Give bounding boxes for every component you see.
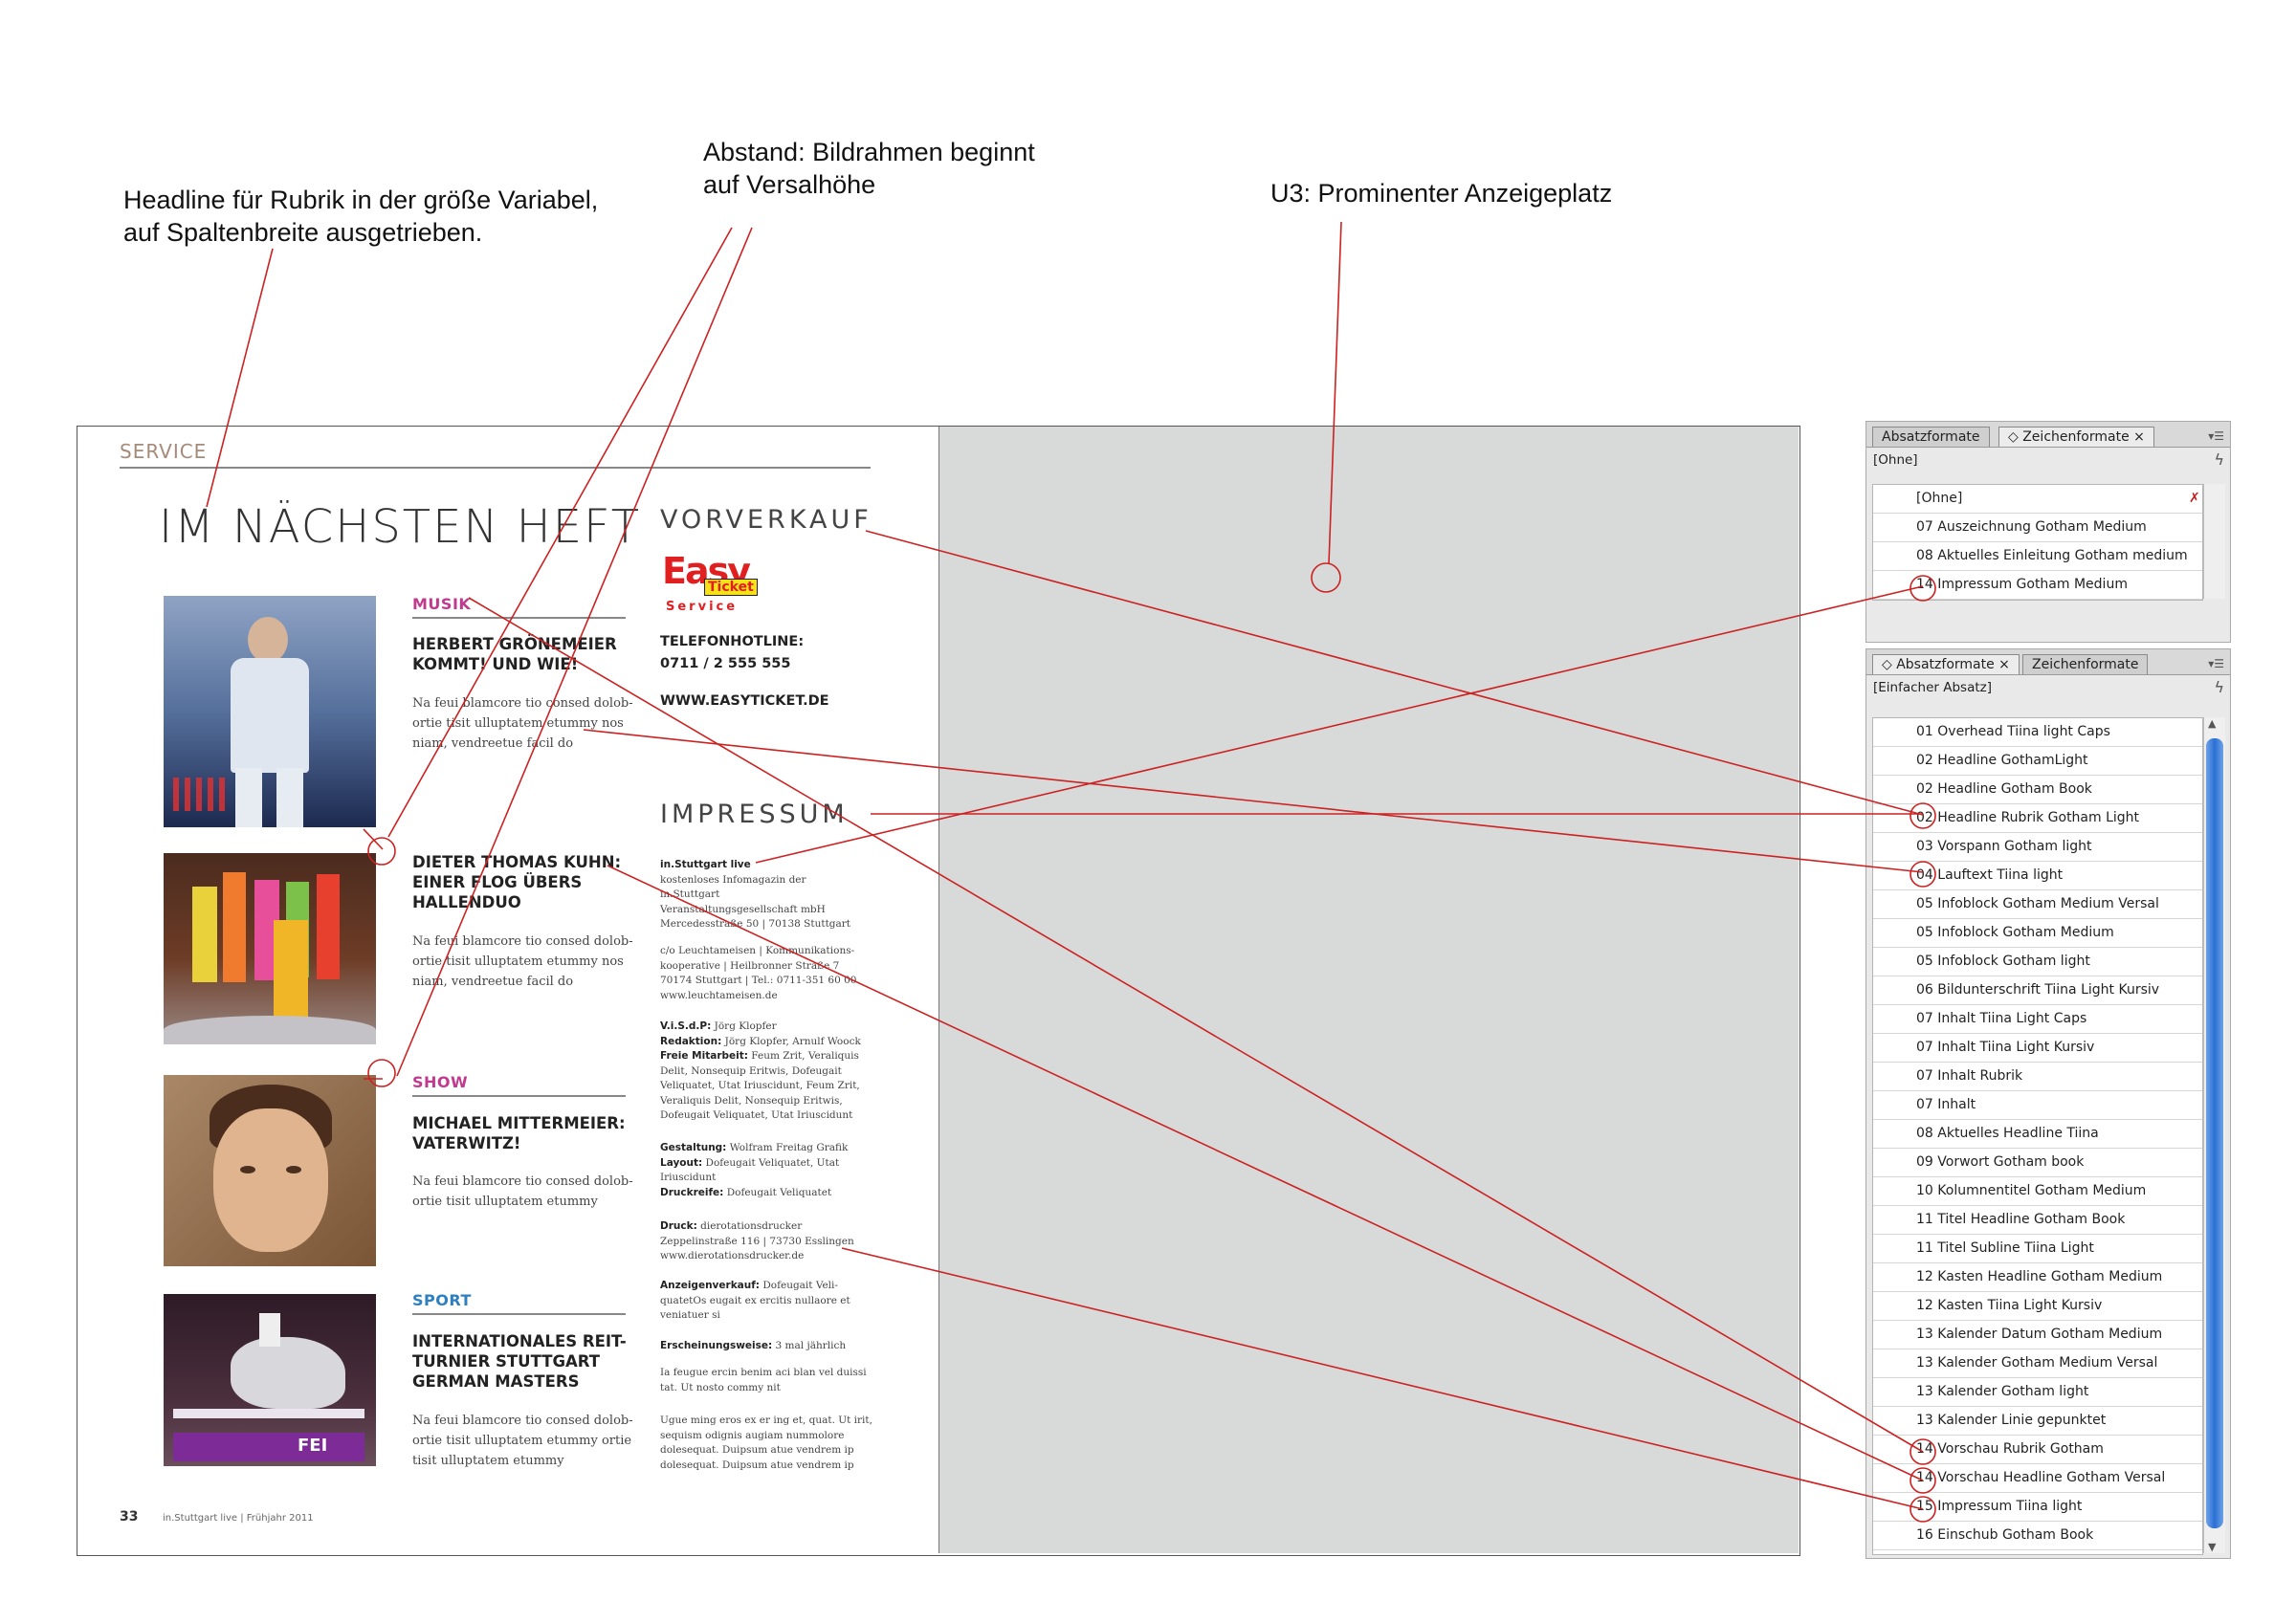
website-info: WWW.EASYTICKET.DE [660,693,829,709]
vorverkauf-title: VORVERKAUF [660,505,872,535]
scrollbar-thumb[interactable] [2206,738,2223,1528]
impressum-title: IMPRESSUM [660,800,849,829]
list-item[interactable]: 07 Inhalt [1873,1091,2202,1120]
current-paragraph-style: [Einfacher Absatz] [1873,680,1993,695]
list-item[interactable]: 07 Inhalt Rubrik [1873,1063,2202,1091]
list-item[interactable]: [Ohne]✗ [1873,485,2202,514]
panel-tabbar: Absatzformate ◇ Zeichenformate × ▾☰ [1866,422,2230,448]
tab-zeichenformate[interactable]: ◇ Zeichenformate × [1998,427,2154,447]
page-headline: IM NÄCHSTEN HEFT [159,500,642,554]
u3-annotation: U3: Prominenter Anzeigeplatz [1270,179,1613,208]
impressum-block-8: Ia feugue ercin benim aci blan vel duiss… [660,1367,867,1393]
impressum-block-5: Druck: dierotationsdrucker Zeppelinstraß… [660,1220,854,1261]
hotline-info: TELEFONHOTLINE: 0711 / 2 555 555 [660,634,805,671]
tab-absatzformate[interactable]: Absatzformate [1872,427,1990,447]
list-item[interactable]: 01 Overhead Tiina light Caps [1873,718,2202,747]
list-item[interactable]: 05 Infoblock Gotham light [1873,948,2202,976]
list-item[interactable]: 14 Vorschau Headline Gotham Versal [1873,1464,2202,1493]
scrollbar[interactable] [2203,484,2225,599]
category-sport: SPORT [412,1291,472,1309]
tab-absatzformate[interactable]: ◇ Absatzformate × [1872,654,2020,674]
impressum-block-7: Erscheinungsweise: 3 mal jährlich [660,1340,847,1351]
list-item[interactable]: 07 Inhalt Tiina Light Kursiv [1873,1034,2202,1063]
list-item[interactable]: 08 Aktuelles Headline Tiina [1873,1120,2202,1149]
item-text-kuhn: Na feui blamcore tio consed dolob- ortie… [412,934,633,989]
list-item[interactable]: 05 Infoblock Gotham Medium [1873,919,2202,948]
panel-menu-icon[interactable]: ▾☰ [2208,429,2224,443]
list-item[interactable]: 15 Impressum Tiina light [1873,1493,2202,1522]
list-item[interactable]: 07 Inhalt Tiina Light Caps [1873,1005,2202,1034]
item-headline-mittermeier: MICHAEL MITTERMEIER: VATERWITZ! [412,1114,626,1152]
list-item[interactable]: 16 Einschub Gotham Book [1873,1522,2202,1550]
photo-kuhn [164,853,376,1044]
page-number: 33 [120,1509,139,1524]
panel-tabbar: ◇ Absatzformate × Zeichenformate ▾☰ [1866,649,2230,675]
list-item[interactable]: 09 Vorwort Gotham book [1873,1149,2202,1177]
list-item[interactable]: 03 Vorspann Gotham light [1873,833,2202,862]
ad-space-u3[interactable] [938,427,1799,1553]
list-item[interactable]: 13 Kalender Linie gepunktet [1873,1407,2202,1436]
list-item[interactable]: 14 Impressum Gotham Medium [1873,571,2202,600]
paragraph-styles-panel: ◇ Absatzformate × Zeichenformate ▾☰ [Ein… [1866,648,2231,1559]
category-rule [412,617,626,619]
list-item[interactable]: 04 Lauftext Tiina light [1873,862,2202,890]
list-item[interactable]: 12 Kasten Tiina Light Kursiv [1873,1292,2202,1321]
lightning-icon[interactable]: ϟ [2214,678,2224,696]
category-rule [412,1313,626,1315]
panel-menu-icon[interactable]: ▾☰ [2208,657,2224,670]
impressum-block-6: Anzeigenverkauf: Dofeugait Veli- quatetO… [660,1280,850,1321]
item-headline-kuhn: DIETER THOMAS KUHN: EINER FLOG ÜBERS HAL… [412,853,622,911]
character-styles-panel: Absatzformate ◇ Zeichenformate × ▾☰ [Ohn… [1866,421,2231,643]
impressum-block-1: in.Stuttgart live kostenloses Infomagazi… [660,859,851,930]
photo-reitturnier: FEI [164,1294,376,1466]
list-item[interactable]: 06 Bildunterschrift Tiina Light Kursiv [1873,976,2202,1005]
delete-style-icon[interactable]: ✗ [2189,491,2200,506]
list-item[interactable]: 13 Kalender Datum Gotham Medium [1873,1321,2202,1349]
easyticket-logo: Easy Ticket Service [662,550,762,617]
impressum-block-4: Gestaltung: Wolfram Freitag Grafik Layou… [660,1142,849,1198]
abstand-annotation: Abstand: Bildrahmen beginnt auf Versalhö… [703,138,1035,199]
photo-mittermeier [164,1075,376,1266]
item-headline-groenemeier: HERBERT GRÖNEMEIER KOMMT! UND WIE! [412,635,617,673]
scroll-down-icon[interactable]: ▼ [2208,1541,2217,1553]
character-style-list: [Ohne]✗ 07 Auszeichnung Gotham Medium 08… [1872,484,2203,601]
impressum-block-2: c/o Leuchtameisen | Kommunikations- koop… [660,945,857,1001]
impressum-block-9: Ugue ming eros ex er ing et, quat. Ut ir… [660,1415,872,1471]
category-rule [412,1095,626,1097]
page-footer: in.Stuttgart live | Frühjahr 2011 [163,1513,314,1524]
item-text-reitturnier: Na feui blamcore tio consed dolob- ortie… [412,1414,633,1468]
photo-groenemeier [164,596,376,827]
list-item[interactable]: 02 Headline Gotham Book [1873,776,2202,804]
item-text-mittermeier: Na feui blamcore tio consed dolob- ortie… [412,1174,633,1209]
category-show: SHOW [412,1073,469,1091]
list-item[interactable]: 10 Kolumnentitel Gotham Medium [1873,1177,2202,1206]
list-item[interactable]: 08 Aktuelles Einleitung Gotham medium [1873,542,2202,571]
list-item[interactable]: 12 Kasten Headline Gotham Medium [1873,1263,2202,1292]
kicker-rule [120,467,871,469]
item-text-groenemeier: Na feui blamcore tio consed dolob- ortie… [412,696,633,751]
headline-annotation: Headline für Rubrik in der größe Variabe… [123,186,599,247]
impressum-block-3: V.i.S.d.P: Jörg Klopfer Redaktion: Jörg … [660,1020,861,1121]
kicker-service: SERVICE [120,440,208,463]
list-item[interactable]: 07 Auszeichnung Gotham Medium [1873,514,2202,542]
list-item[interactable]: 02 Headline Rubrik Gotham Light [1873,804,2202,833]
list-item[interactable]: 11 Titel Headline Gotham Book [1873,1206,2202,1235]
list-item[interactable]: 13 Kalender Gotham Medium Versal [1873,1349,2202,1378]
scroll-up-icon[interactable]: ▲ [2208,717,2217,730]
list-item[interactable]: 02 Headline GothamLight [1873,747,2202,776]
scrollbar[interactable]: ▲ ▼ [2203,717,2225,1553]
category-musik: MUSIK [412,595,472,613]
current-character-style: [Ohne] [1873,452,1918,468]
list-item[interactable]: 05 Infoblock Gotham Medium Versal [1873,890,2202,919]
tab-zeichenformate[interactable]: Zeichenformate [2022,654,2149,674]
lightning-icon[interactable]: ϟ [2214,450,2224,469]
list-item[interactable]: 14 Vorschau Rubrik Gotham [1873,1436,2202,1464]
item-headline-reitturnier: INTERNATIONALES REIT- TURNIER STUTTGART … [412,1332,627,1391]
list-item[interactable]: 11 Titel Subline Tiina Light [1873,1235,2202,1263]
list-item[interactable]: 13 Kalender Gotham light [1873,1378,2202,1407]
